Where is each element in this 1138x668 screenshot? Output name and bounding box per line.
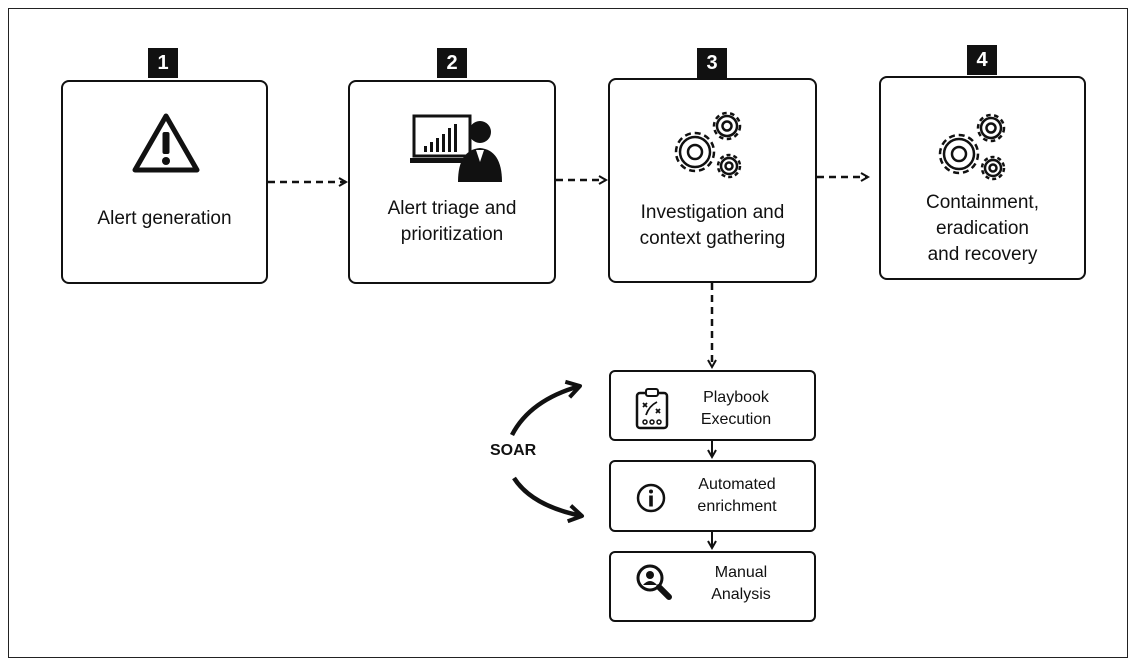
step-3-label: Investigation and context gathering (639, 202, 786, 249)
step-1-badge: 1 (148, 48, 178, 78)
step-4-label: Containment, eradication and recovery (925, 192, 1039, 265)
automated-enrichment-label: Automated enrichment (697, 476, 777, 515)
step-2-alert-triage: Alert triage and prioritization (348, 80, 556, 284)
manual-analysis-box: Manual Analysis (609, 551, 816, 622)
playbook-clipboard-icon (635, 388, 669, 430)
playbook-execution-label: Playbook Execution (700, 389, 772, 428)
step-3-badge: 3 (697, 48, 727, 78)
soar-arrow-down (512, 476, 584, 524)
manual-analysis-label: Manual Analysis (711, 564, 771, 603)
diagram-frame (8, 8, 1128, 658)
step-2-badge: 2 (437, 48, 467, 78)
soar-label: SOAR (490, 442, 537, 459)
magnifier-user-icon (636, 564, 672, 600)
gears-icon (938, 113, 1006, 181)
step-4-containment: Containment, eradication and recovery (879, 76, 1086, 280)
info-icon (636, 483, 666, 513)
step-1-alert-generation: Alert generation (61, 80, 268, 284)
warning-icon (132, 113, 200, 173)
step-3-investigation: Investigation and context gathering (608, 78, 817, 283)
soar-arrow-up (509, 379, 582, 437)
analyst-dashboard-icon (410, 114, 502, 182)
step-4-badge: 4 (967, 45, 997, 75)
automated-enrichment-box: Automated enrichment (609, 460, 816, 532)
playbook-execution-box: Playbook Execution (609, 370, 816, 441)
gears-icon (674, 111, 742, 179)
step-1-label: Alert generation (97, 208, 232, 229)
step-2-label: Alert triage and prioritization (387, 198, 517, 245)
